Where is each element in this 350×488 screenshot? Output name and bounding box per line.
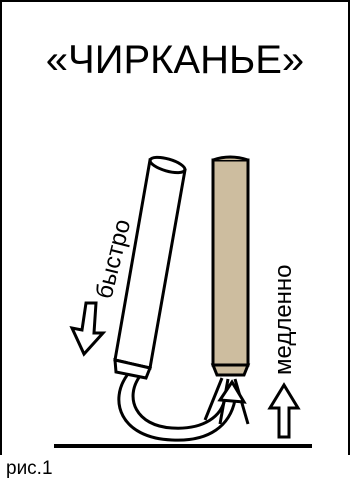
up-arrow-icon [267, 382, 301, 439]
stick-fast [113, 155, 187, 380]
down-arrow-icon [69, 301, 107, 357]
label-slow: медленно [270, 264, 297, 375]
figure-frame [0, 0, 350, 455]
swing-arrow [117, 373, 247, 442]
stick-slow [210, 155, 251, 377]
figure-title: «ЧИРКАНЬЕ» [45, 38, 305, 82]
figure-caption: рис.1 [6, 458, 53, 479]
